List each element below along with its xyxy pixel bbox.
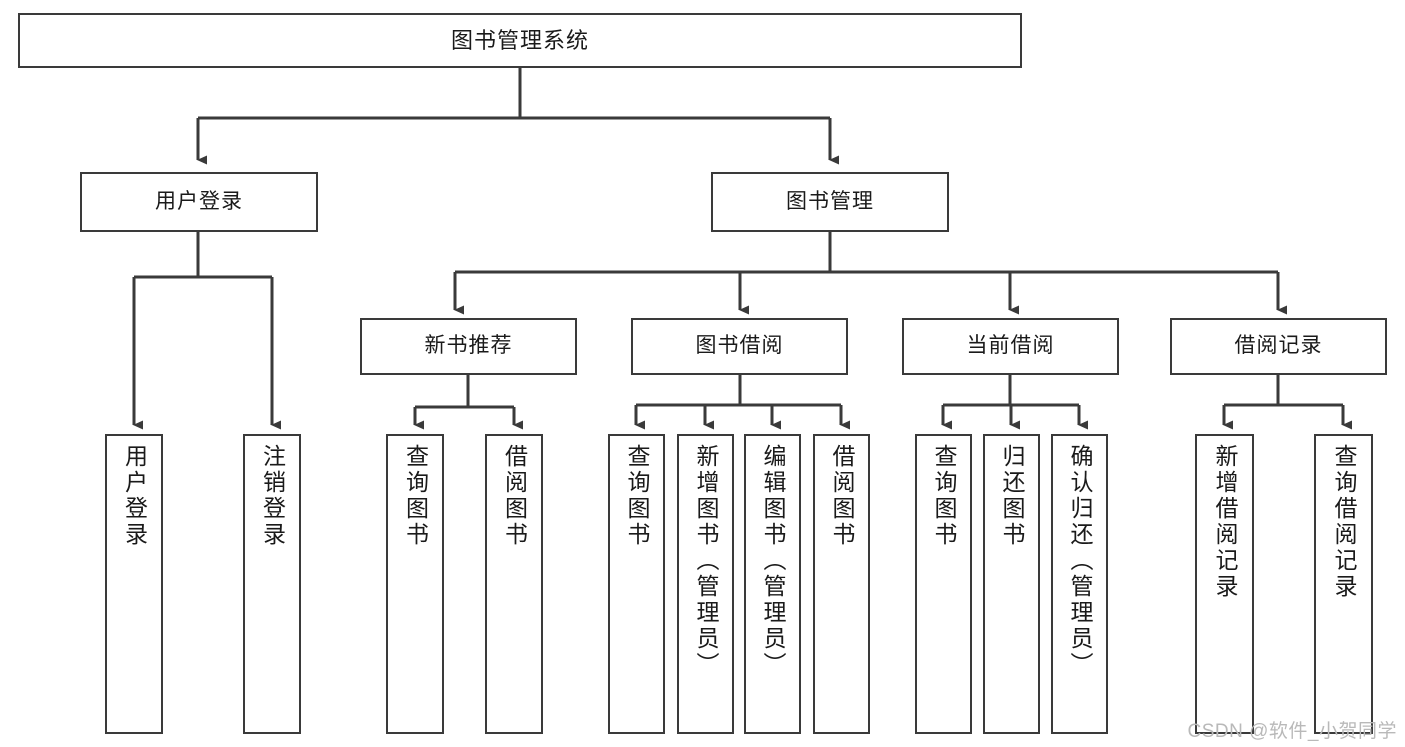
node-root[interactable]: 图书管理系统 [18,13,1022,68]
node-leaf-query-book-1-label: 查询图书 [402,444,429,548]
node-leaf-query-record-label: 查询借阅记录 [1331,444,1357,600]
node-root-label: 图书管理系统 [450,27,589,53]
node-leaf-logout-login[interactable]: 注销登录 [243,434,301,734]
node-book-borrow[interactable]: 图书借阅 [631,318,848,375]
node-leaf-add-book[interactable]: 新增图书（管理员） [677,434,734,734]
node-leaf-logout-login-label: 注销登录 [259,444,286,548]
node-leaf-query-book-2-label: 查询图书 [624,444,650,548]
node-current-borrow-label: 当前借阅 [966,334,1055,358]
node-leaf-borrow-book-1[interactable]: 借阅图书 [485,434,543,734]
node-book-borrow-label: 图书借阅 [695,334,784,358]
node-leaf-user-login[interactable]: 用户登录 [105,434,163,734]
node-leaf-return-book[interactable]: 归还图书 [983,434,1040,734]
csdn-watermark: CSDN @软件_小贺同学 [1187,721,1397,742]
node-leaf-query-book-3[interactable]: 查询图书 [915,434,972,734]
node-leaf-query-book-3-label: 查询图书 [931,444,957,548]
node-leaf-edit-book[interactable]: 编辑图书（管理员） [744,434,801,734]
node-leaf-add-record[interactable]: 新增借阅记录 [1195,434,1254,734]
node-leaf-add-record-label: 新增借阅记录 [1212,444,1238,600]
node-leaf-query-book-1[interactable]: 查询图书 [386,434,444,734]
node-leaf-user-login-label: 用户登录 [121,444,148,548]
node-book-manage-label: 图书管理 [786,189,874,213]
node-new-book-recommend[interactable]: 新书推荐 [360,318,577,375]
node-current-borrow[interactable]: 当前借阅 [902,318,1119,375]
node-user-login[interactable]: 用户登录 [80,172,318,232]
node-leaf-return-book-label: 归还图书 [999,444,1025,548]
node-borrow-record[interactable]: 借阅记录 [1170,318,1387,375]
node-leaf-edit-book-label: 编辑图书（管理员） [760,444,786,678]
node-leaf-confirm-return-label: 确认归还（管理员） [1067,444,1093,678]
node-leaf-borrow-book-2[interactable]: 借阅图书 [813,434,870,734]
node-user-login-label: 用户登录 [155,189,243,213]
node-book-manage[interactable]: 图书管理 [711,172,949,232]
node-leaf-query-record[interactable]: 查询借阅记录 [1314,434,1373,734]
node-leaf-confirm-return[interactable]: 确认归还（管理员） [1051,434,1108,734]
node-leaf-borrow-book-2-label: 借阅图书 [829,444,855,548]
node-borrow-record-label: 借阅记录 [1234,334,1323,358]
node-new-book-recommend-label: 新书推荐 [424,334,513,358]
node-leaf-borrow-book-1-label: 借阅图书 [501,444,528,548]
node-leaf-add-book-label: 新增图书（管理员） [693,444,719,678]
node-leaf-query-book-2[interactable]: 查询图书 [608,434,665,734]
